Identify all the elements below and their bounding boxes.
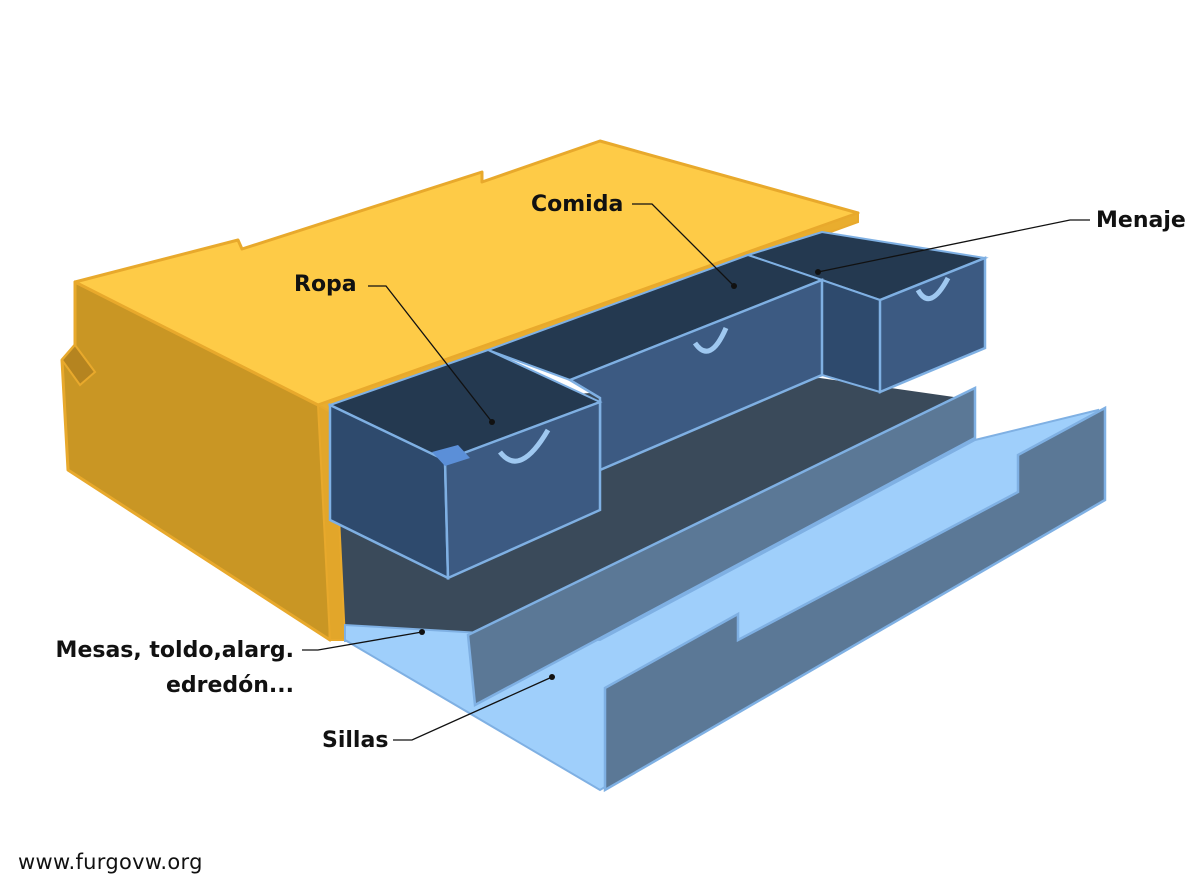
menaje-drawer-side: [821, 278, 881, 394]
comida-leader-dot: [731, 283, 737, 289]
label-sillas: Sillas: [322, 728, 389, 753]
watermark-text: www.furgovw.org: [18, 850, 203, 874]
sillas-leader-line: [393, 676, 553, 741]
label-mesas: Mesas, toldo,alarg.: [55, 638, 294, 663]
label-menaje: Menaje: [1096, 208, 1186, 233]
menaje-leader-line: [817, 219, 1090, 273]
ropa-drawer-handle: [498, 428, 551, 464]
menaje-drawer-handle: [915, 276, 951, 302]
menaje-leader-dot: [815, 269, 821, 275]
ropa-leader-dot: [489, 419, 495, 425]
label-ropa: Ropa: [294, 272, 357, 297]
comida-drawer-handle: [692, 326, 729, 354]
comida-drawer-front: [567, 278, 824, 472]
ropa-drawer-corner-detail: [432, 445, 470, 466]
sillas-tray-inner-wall: [466, 386, 977, 707]
label-comida: Comida: [531, 192, 624, 217]
comida-leader-line: [632, 203, 735, 287]
ropa-drawer-front: [443, 400, 602, 580]
menaje-drawer-front: [878, 256, 987, 394]
cabinet-left-notch: [60, 343, 97, 387]
sillas-tray-outer-wall: [603, 405, 1107, 793]
ropa-leader-line: [368, 285, 493, 423]
label-edredon: edredón...: [165, 673, 294, 698]
sillas-leader-dot: [549, 674, 555, 680]
mesas-leader-dot: [419, 629, 425, 635]
mesas-leader-line: [302, 631, 423, 651]
